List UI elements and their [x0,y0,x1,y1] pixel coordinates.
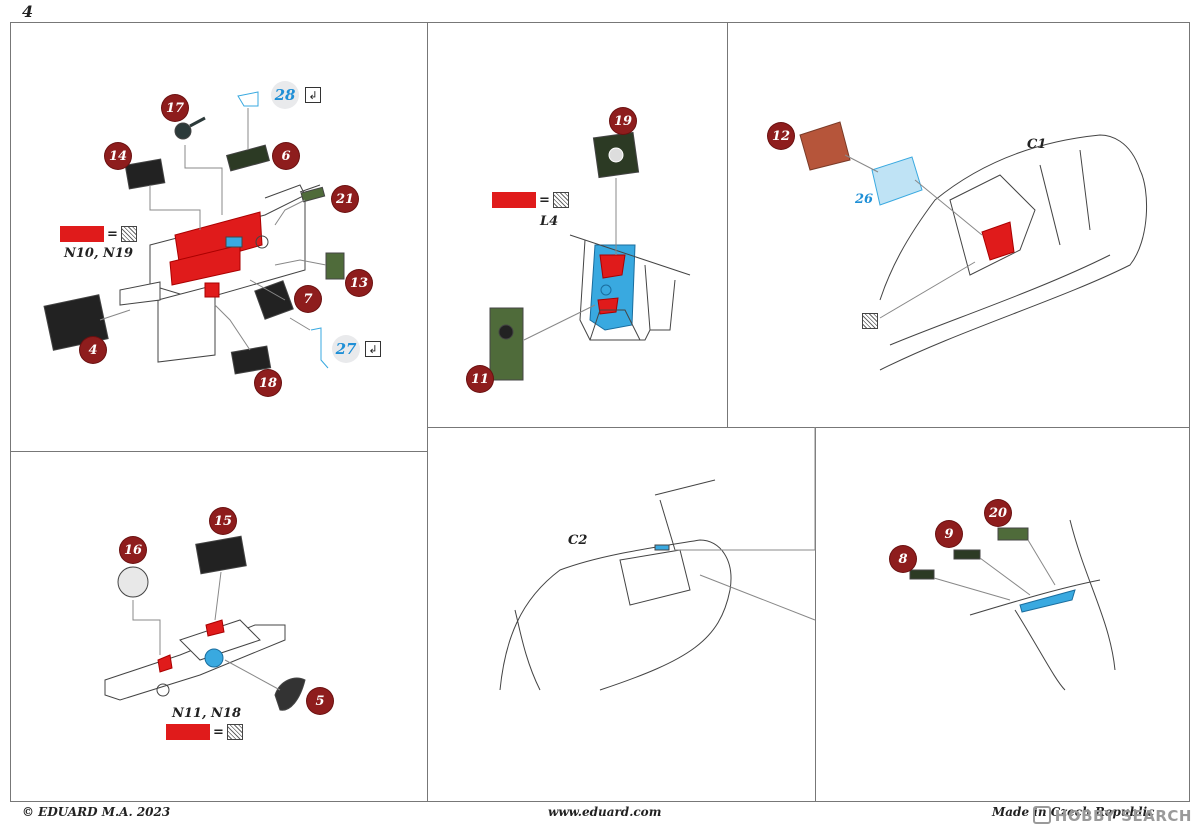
instruction-frame [10,22,1190,802]
copyright: © EDUARD M.A. 2023 [22,805,171,819]
part-badge: 18 [255,370,281,396]
part-badge: 21 [332,186,358,212]
part-badge: 5 [307,688,333,714]
part-badge: 4 [80,337,106,363]
part-badge: 17 [162,95,188,121]
part-badge: 11 [467,366,493,392]
control-frame-drawing [569,234,691,341]
legend-equals: = [539,192,550,208]
part-badge: 15 [210,508,236,534]
divider [427,22,428,802]
film-part-number: 28 [271,81,299,109]
paint-legend: = [166,724,243,740]
legend-equals: = [107,226,118,242]
red-paint-swatch [166,724,210,740]
fold-arrow-icon: ↲ [365,341,381,357]
part-label: C1 [1027,137,1047,152]
fuselage-c2-drawing [499,427,816,691]
part-badge: 9 [936,521,962,547]
film-part-number: 27 [332,335,360,363]
paint-legend: = [492,192,569,208]
etch-hatch-icon [226,724,243,740]
etch-hatch-icon [120,226,137,242]
divider [427,427,1190,428]
canopy-frame-drawing [969,519,1116,691]
lower-console-drawing [104,619,286,701]
paint-legend-label: N10, N19 [64,246,133,261]
part-badge: 14 [105,143,131,169]
red-paint-swatch [60,226,104,242]
etch-hatch-icon [552,192,569,208]
part-badge: 16 [120,537,146,563]
instrument-panel-drawing [119,184,321,363]
red-paint-swatch [492,192,536,208]
part-badge: 8 [890,546,916,572]
part-badge: 6 [273,143,299,169]
website-link[interactable]: www.eduard.com [548,805,662,819]
part-badge: 19 [610,108,636,134]
watermark-logo-icon [1032,806,1051,824]
divider [815,427,816,802]
legend-equals: = [213,724,224,740]
part-label: L4 [540,214,559,229]
watermark-text: HOBBY SEARCH [1054,807,1192,825]
part-badge: 13 [346,270,372,296]
part-badge: 12 [768,123,794,149]
fold-arrow-icon: ↲ [305,87,321,103]
divider [727,22,728,427]
etch-hatch-icon [862,313,878,329]
page-number: 4 [22,2,34,21]
watermark: HOBBY SEARCH [1032,806,1192,825]
divider [10,451,427,452]
paint-legend-label: N11, N18 [172,706,241,721]
part-badge: 20 [985,500,1011,526]
part-label: C2 [568,533,588,548]
fuselage-c1-drawing [879,134,1147,371]
paint-legend: = [60,226,137,242]
origin-note: Made in Czech Republic [992,805,1155,819]
part-badge: 7 [295,286,321,312]
film-part-number: 26 [855,192,874,207]
